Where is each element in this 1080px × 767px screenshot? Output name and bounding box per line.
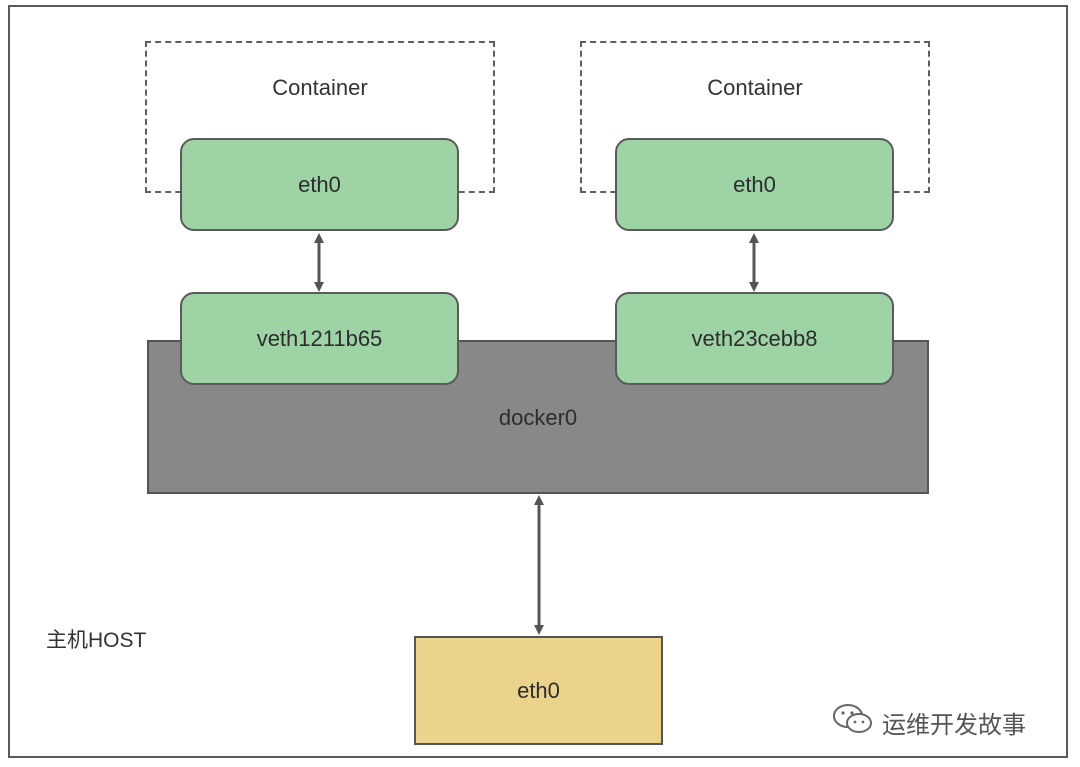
watermark: 运维开发故事 <box>832 703 1026 742</box>
bridge-label: docker0 <box>498 405 578 430</box>
wechat-icon <box>832 703 874 742</box>
host-label: 主机HOST <box>46 629 147 652</box>
container-label: Container <box>272 75 368 100</box>
container-eth0-left: eth0 <box>180 138 459 231</box>
container-eth0-right: eth0 <box>615 138 894 231</box>
container-label: Container <box>707 75 803 100</box>
host-frame <box>8 5 1068 758</box>
veth-right: veth23cebb8 <box>615 292 894 385</box>
host-eth0: eth0 <box>414 636 663 745</box>
watermark-text: 运维开发故事 <box>882 712 1026 739</box>
veth-left: veth1211b65 <box>180 292 459 385</box>
